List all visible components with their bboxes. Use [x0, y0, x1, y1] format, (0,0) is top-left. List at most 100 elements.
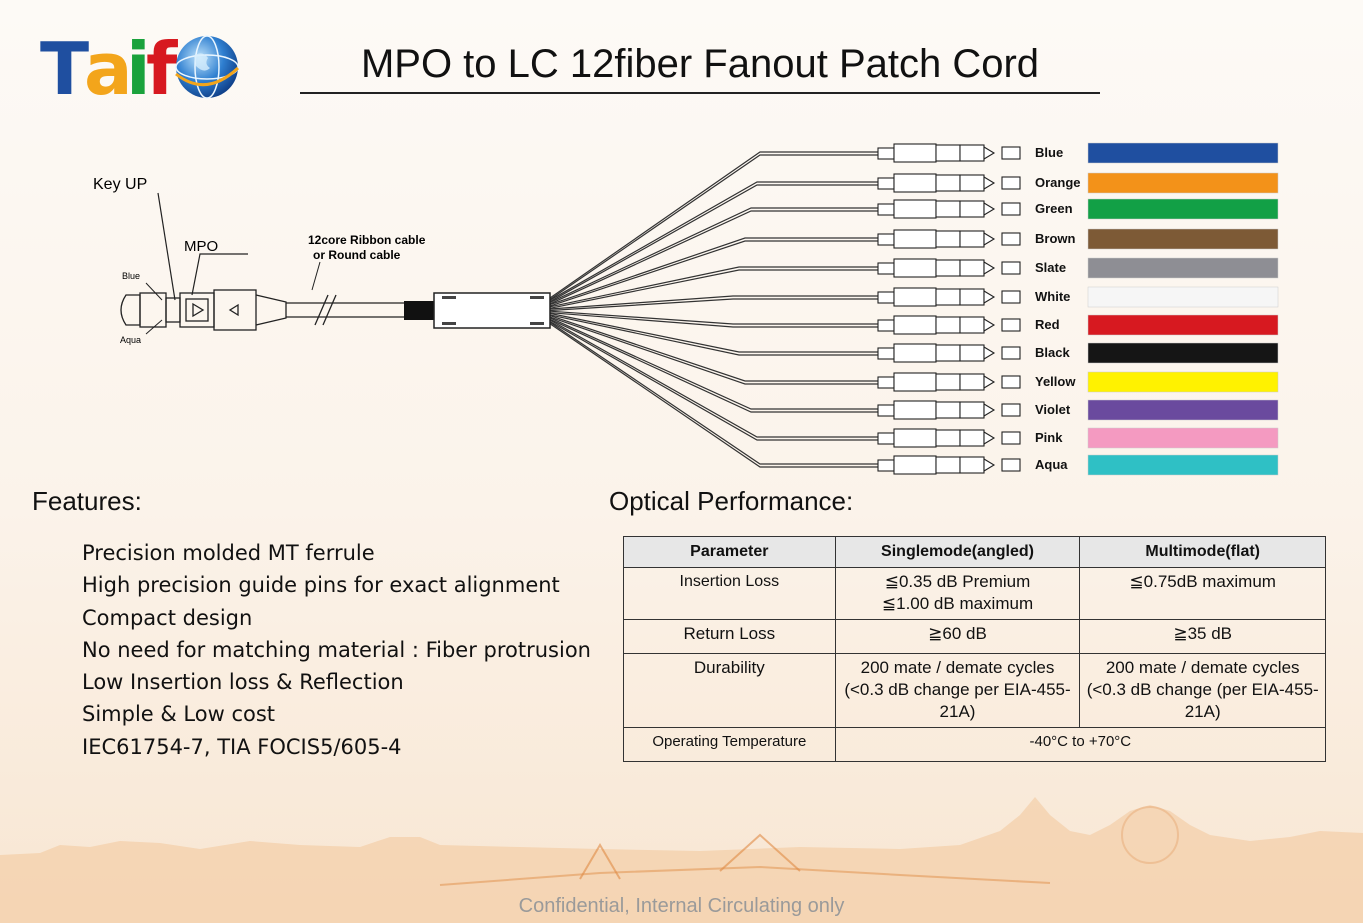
lc-housing [959, 288, 985, 306]
fiber-color-label: Yellow [1035, 374, 1076, 389]
fiber-line [549, 207, 878, 303]
fiber-color-label: Slate [1035, 260, 1066, 275]
lc-latch [983, 146, 996, 160]
lc-ferrule-cap [1001, 458, 1021, 472]
fiber-line [549, 240, 878, 307]
lc-housing [935, 429, 961, 447]
lc-housing [959, 344, 985, 362]
feature-item: Simple & Low cost [82, 702, 276, 727]
lc-housing [959, 200, 985, 218]
lc-ferrule-cap [1001, 146, 1021, 160]
lc-housing [935, 288, 961, 306]
fiber-line [549, 237, 878, 306]
lc-ferrule-cap [1001, 290, 1021, 304]
table-row: Return Loss ≧60 dB ≧35 dB [623, 619, 1326, 654]
fiber-line [549, 266, 878, 308]
aqua-key-label: Aqua [120, 335, 141, 345]
lc-latch [983, 431, 996, 445]
lc-boot [877, 347, 895, 360]
lc-body [893, 343, 937, 363]
lc-latch [983, 318, 996, 332]
lc-latch [983, 232, 996, 246]
fiber-color-swatch [1087, 228, 1279, 250]
fiber-line [549, 321, 878, 465]
lc-housing [959, 373, 985, 391]
temperature-value-cell: -40°C to +70°C [834, 727, 1327, 762]
lc-connectors [877, 143, 1021, 475]
fiber-line [549, 184, 878, 303]
lc-connector [877, 258, 1021, 278]
lc-connector [877, 199, 1021, 219]
fiber-color-label: Blue [1035, 145, 1063, 160]
lc-housing [959, 316, 985, 334]
column-header: Singlemode(angled) [834, 536, 1081, 568]
features-list: Precision molded MT ferrule High precisi… [82, 538, 591, 764]
lc-ferrule-cap [1001, 431, 1021, 445]
lc-boot [877, 291, 895, 304]
lc-ferrule-cap [1001, 261, 1021, 275]
lc-body [893, 372, 937, 392]
param-cell: Insertion Loss [623, 567, 836, 620]
fiber-line [549, 210, 878, 305]
fiber-color-swatch [1087, 314, 1279, 336]
lc-housing [959, 144, 985, 162]
logo-letter: f [146, 27, 177, 111]
key-leader-line [157, 192, 176, 301]
lc-housing [935, 259, 961, 277]
lc-housing [935, 344, 961, 362]
lc-body [893, 428, 937, 448]
lc-boot [877, 459, 895, 472]
lc-connector [877, 229, 1021, 249]
fiber-line [549, 298, 878, 312]
lc-connector [877, 372, 1021, 392]
fiber-color-swatch [1087, 172, 1279, 194]
lc-connector [877, 400, 1021, 420]
fiber-line [549, 295, 878, 310]
table-row: Operating Temperature -40°C to +70°C [623, 727, 1327, 762]
fiber-line [549, 314, 878, 356]
lc-ferrule-cap [1001, 375, 1021, 389]
lc-latch [983, 346, 996, 360]
multimode-cell: ≧35 dB [1079, 619, 1326, 654]
lc-connector [877, 173, 1021, 193]
lc-housing [935, 144, 961, 162]
lc-body [893, 455, 937, 475]
lc-boot [877, 177, 895, 190]
fiber-color-swatch [1087, 142, 1279, 164]
lc-housing [959, 401, 985, 419]
features-heading: Features: [32, 486, 142, 516]
mpo-connector [120, 289, 405, 331]
lc-latch [983, 261, 996, 275]
logo-letter: a [84, 27, 133, 111]
fiber-color-label: Brown [1035, 231, 1076, 246]
lc-connector [877, 287, 1021, 307]
table-header-row: Parameter Singlemode(angled) Multimode(f… [623, 536, 1326, 568]
mpo-label: MPO [184, 238, 218, 255]
fiber-line [549, 318, 878, 413]
logo-letter: T [40, 27, 89, 111]
lc-connector [877, 343, 1021, 363]
param-cell: Return Loss [623, 619, 836, 654]
feature-item: Low Insertion loss & Reflection [82, 670, 404, 695]
lc-body [893, 258, 937, 278]
multimode-cell: 200 mate / demate cycles (<0.3 dB change… [1079, 653, 1326, 728]
lc-ferrule-cap [1001, 403, 1021, 417]
lc-housing [935, 200, 961, 218]
lc-housing [935, 230, 961, 248]
fiber-line [549, 316, 878, 385]
lc-connector [877, 143, 1021, 163]
fiber-color-label: Orange [1035, 175, 1081, 190]
feature-item: IEC61754-7, TIA FOCIS5/605-4 [82, 734, 402, 759]
lc-ferrule-cap [1001, 176, 1021, 190]
param-cell: Durability [623, 653, 836, 728]
mpo-leader-line [191, 253, 248, 296]
fiber-color-swatch [1087, 342, 1279, 364]
aqua-leader-line [145, 319, 163, 335]
lc-boot [877, 203, 895, 216]
feature-item: Precision molded MT ferrule [82, 541, 375, 565]
column-header: Parameter [623, 536, 836, 568]
cable-label-line-2: or Round cable [313, 248, 401, 262]
lc-ferrule-cap [1001, 346, 1021, 360]
lc-body [893, 400, 937, 420]
lc-boot [877, 376, 895, 389]
